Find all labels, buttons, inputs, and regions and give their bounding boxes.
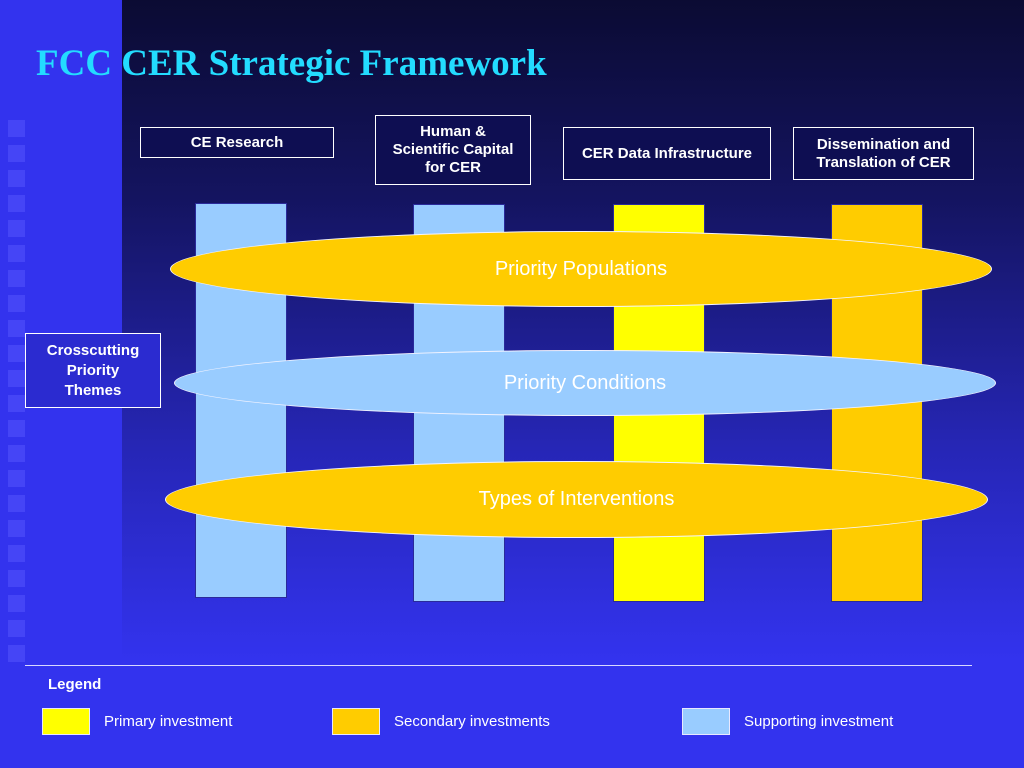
legend-label-primary: Primary investment [104, 713, 233, 730]
side-square [8, 595, 25, 612]
side-square [8, 570, 25, 587]
legend-swatch-primary [42, 708, 90, 735]
side-square [8, 270, 25, 287]
legend-divider [25, 665, 972, 666]
side-square [8, 345, 25, 362]
legend-swatch-secondary [332, 708, 380, 735]
theme-ellipse-types-of-interventions: Types of Interventions [165, 461, 988, 538]
side-square [8, 545, 25, 562]
pillar-label-human-scientific-capital: Human & Scientific Capital for CER [375, 115, 531, 185]
side-square [8, 620, 25, 637]
side-square [8, 245, 25, 262]
side-square [8, 120, 25, 137]
side-square [8, 645, 25, 662]
side-square [8, 145, 25, 162]
side-square [8, 495, 25, 512]
legend-label-secondary: Secondary investments [394, 713, 550, 730]
theme-ellipse-priority-populations: Priority Populations [170, 231, 992, 307]
theme-label: Priority Populations [494, 257, 668, 280]
side-square [8, 470, 25, 487]
side-square [8, 320, 25, 337]
legend-swatch-supporting [682, 708, 730, 735]
side-square [8, 370, 25, 387]
side-square [8, 420, 25, 437]
pillar-label-ce-research: CE Research [140, 127, 334, 158]
side-square [8, 395, 25, 412]
legend-label-supporting: Supporting investment [744, 713, 894, 730]
side-square [8, 170, 25, 187]
side-square [8, 445, 25, 462]
side-square [8, 195, 25, 212]
side-square [8, 295, 25, 312]
pillar-label-cer-data-infrastructure: CER Data Infrastructure [563, 127, 771, 180]
side-square [8, 220, 25, 237]
theme-label: Priority Conditions [503, 371, 667, 394]
theme-label: Types of Interventions [478, 488, 675, 510]
theme-ellipse-priority-conditions: Priority Conditions [174, 350, 996, 416]
pillar-label-dissemination-translation: Dissemination and Translation of CER [793, 127, 974, 180]
legend-title: Legend [48, 676, 102, 693]
slide-title: FCC CER Strategic Framework [36, 43, 547, 84]
side-square [8, 520, 25, 537]
crosscutting-themes-label: Crosscutting Priority Themes [25, 333, 161, 408]
